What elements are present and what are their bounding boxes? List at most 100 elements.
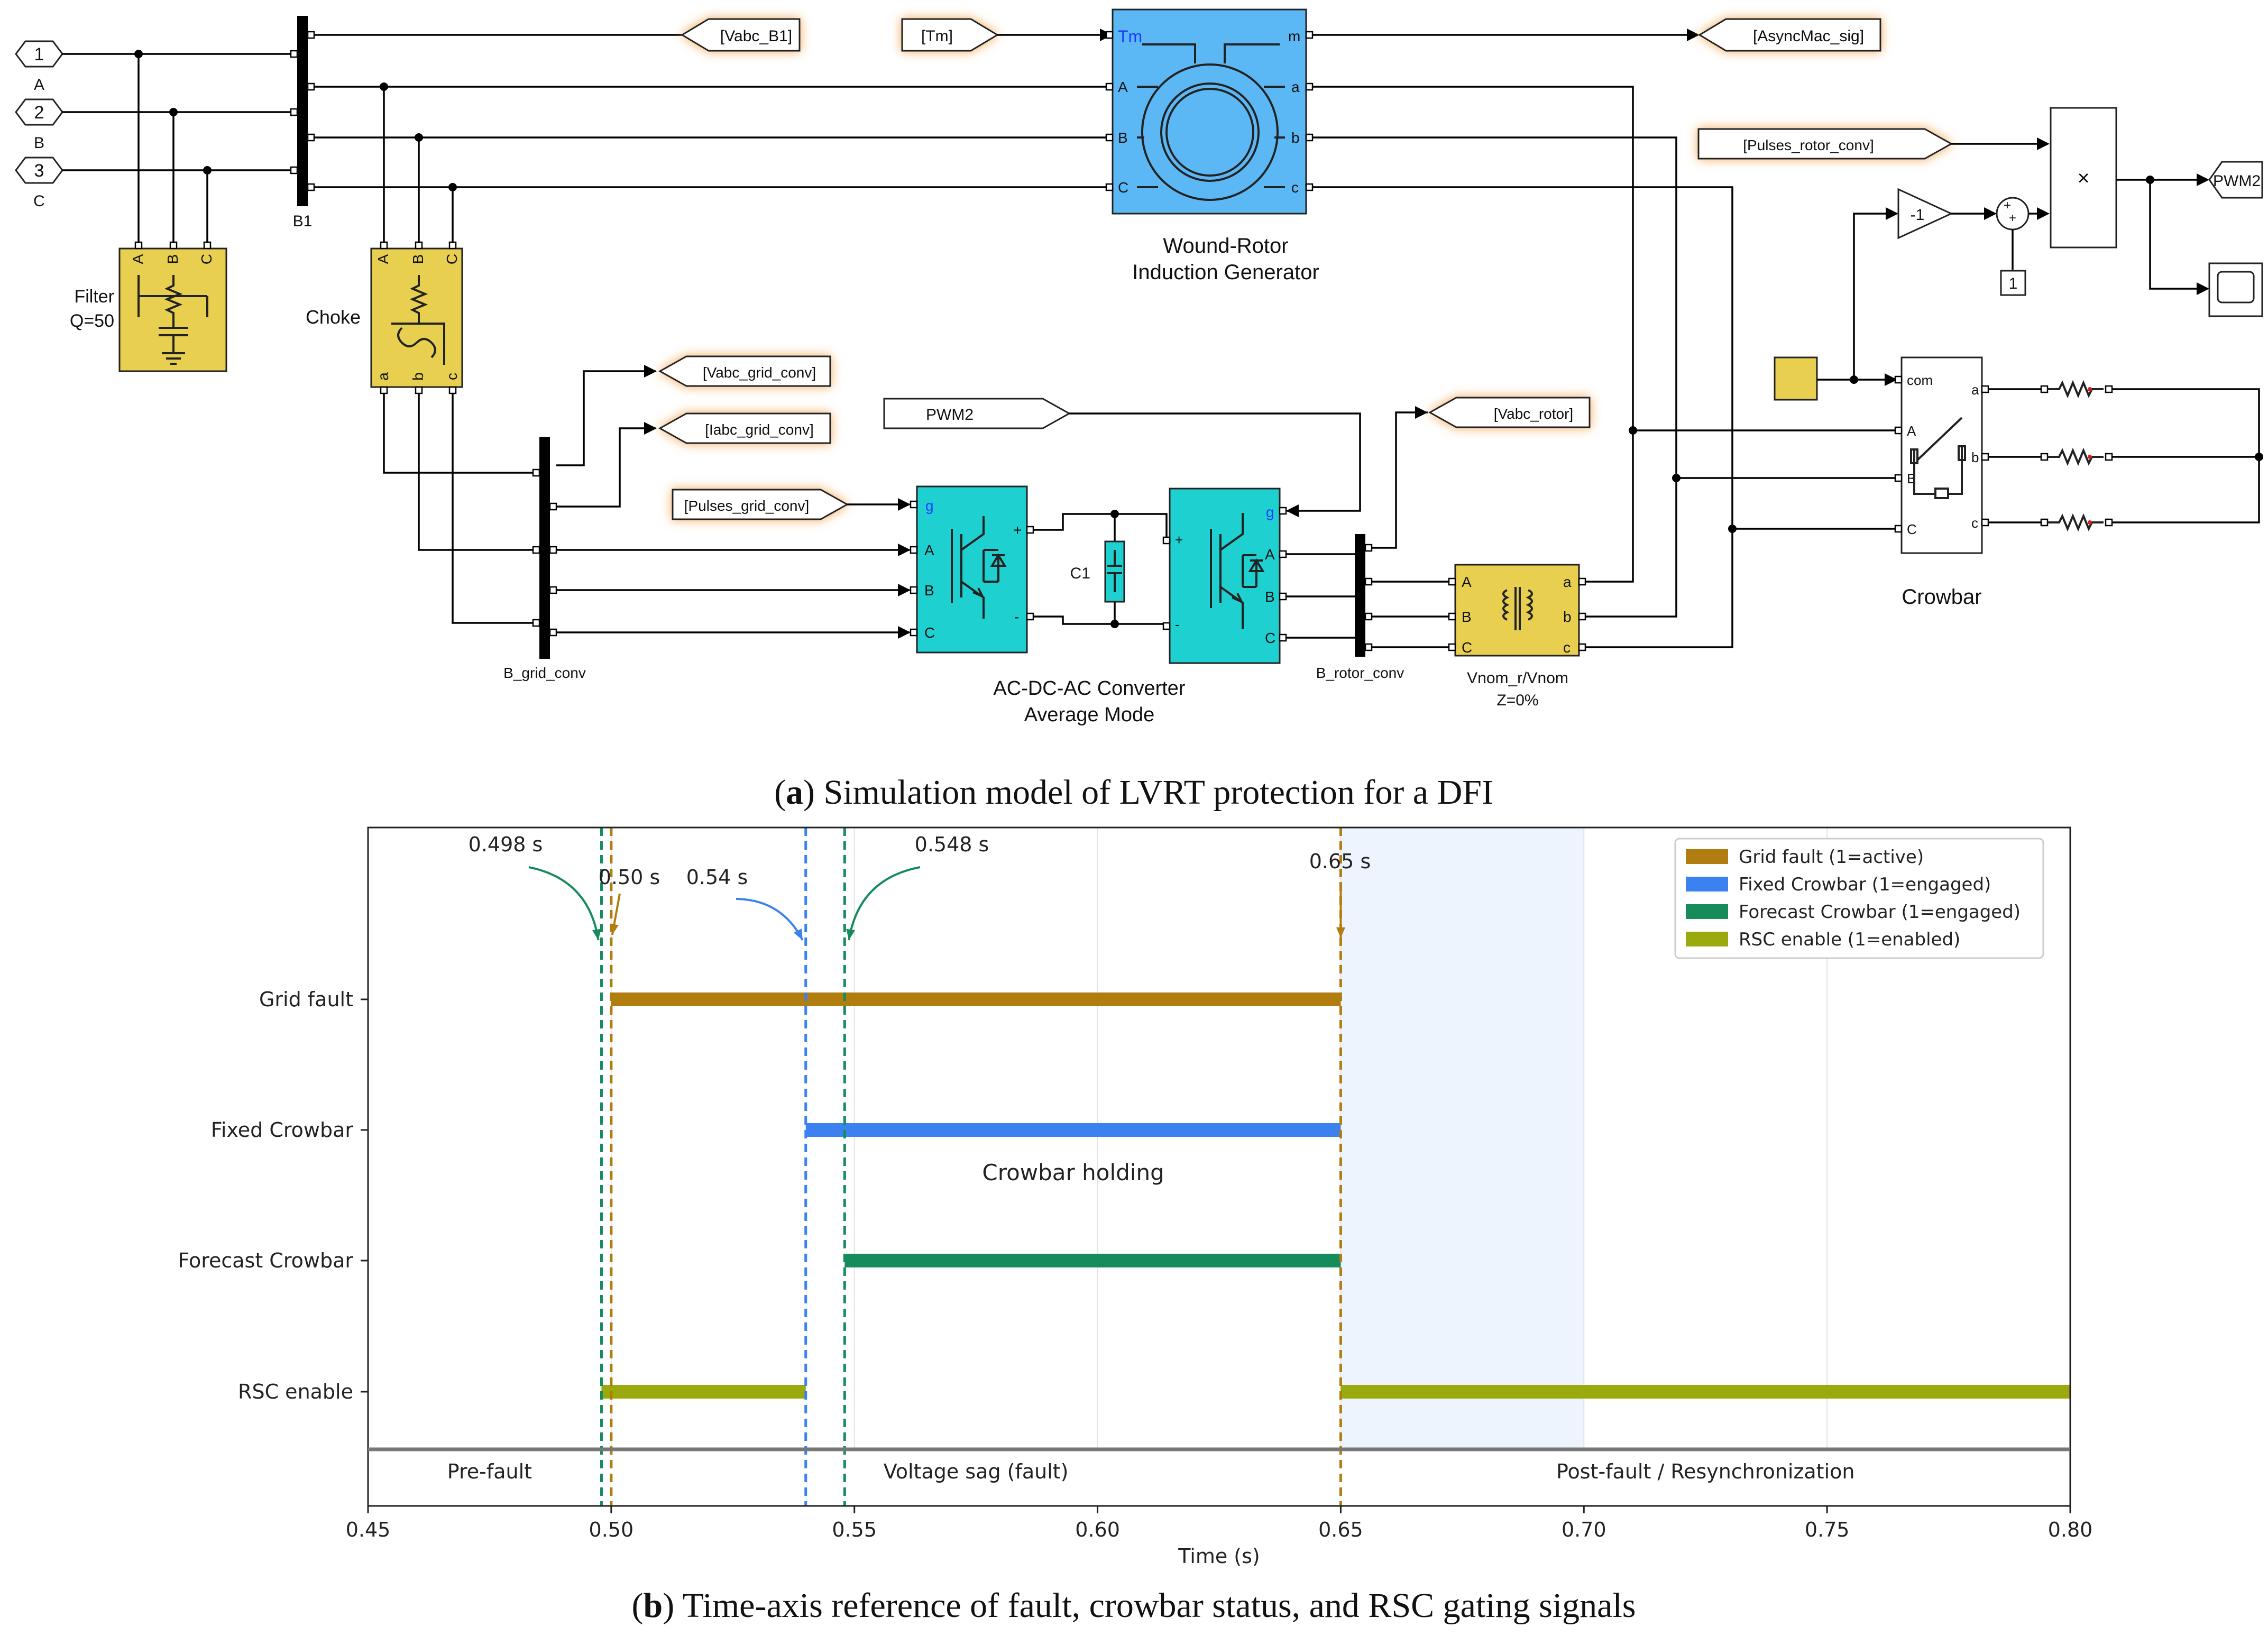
goto-pwm2[interactable]: PWM2 — [2208, 161, 2263, 199]
phase-label-1: Voltage sag (fault) — [884, 1460, 1069, 1483]
chart-legend: Grid fault (1=active)Fixed Crowbar (1=en… — [1674, 838, 2044, 959]
rotor-conv-plus: + — [1175, 532, 1183, 548]
from-pulses-rotor-label: [Pulses_rotor_conv] — [1743, 137, 1874, 153]
goto-vabc-grid-conv[interactable]: [Vabc_grid_conv] — [658, 355, 831, 387]
marker-label-2: 0.54 s — [686, 866, 748, 889]
rotor-conv-port-A: A — [1265, 546, 1275, 563]
goto-vabc-b1-label: [Vabc_B1] — [720, 27, 792, 45]
caption-b: (b) Time-axis reference of fault, crowba… — [632, 1586, 1636, 1625]
bus-b1-label: B1 — [293, 213, 313, 230]
rotor-transformer[interactable]: A B C a b c — [1448, 564, 1586, 657]
crowbar-port-a: a — [1971, 382, 1979, 398]
converter-label-1: AC-DC-AC Converter — [993, 677, 1186, 700]
x-tick-label-4: 0.65 — [1318, 1518, 1363, 1541]
generator-label-1: Wound-Rotor — [1163, 234, 1288, 258]
goto-asyncmac-sig[interactable]: [AsyncMac_sig] — [1698, 18, 1881, 52]
goto-iabc-grid-label: [Iabc_grid_conv] — [705, 421, 813, 438]
gen-port-tm: Tm — [1118, 27, 1142, 46]
choke-port-c: c — [444, 373, 460, 380]
x-tick-label-5: 0.70 — [1562, 1518, 1606, 1541]
transformer-label-1: Vnom_r/Vnom — [1467, 669, 1568, 687]
choke-port-b: b — [410, 372, 426, 381]
x-tick-label-1: 0.50 — [589, 1518, 634, 1541]
converter-label-2: Average Mode — [1024, 704, 1154, 726]
inport-2-number: 2 — [34, 103, 44, 123]
dc-link — [1033, 510, 1168, 628]
from-pwm2-label: PWM2 — [926, 406, 974, 424]
tr-port-B: B — [1462, 609, 1472, 625]
from-pulses-grid-conv[interactable]: [Pulses_grid_conv] — [672, 489, 849, 520]
inport-2[interactable]: 2 B — [15, 98, 63, 152]
legend-box — [1674, 838, 2044, 959]
bus-grid-conv-label: B_grid_conv — [503, 665, 586, 681]
goto-asyncmac-label: [AsyncMac_sig] — [1753, 27, 1864, 45]
from-pwm2[interactable]: PWM2 — [883, 398, 1071, 429]
gen-port-b: b — [1291, 130, 1300, 146]
crowbar-block[interactable]: com A B C a b c — [1894, 356, 1989, 554]
generator-symbol — [1137, 43, 1285, 201]
capacitor-c1[interactable]: C1 — [1070, 540, 1125, 603]
marker-label-3: 0.548 s — [915, 833, 989, 856]
goto-vabc-rotor-label: [Vabc_rotor] — [1494, 406, 1573, 422]
sum-sign-2: + — [2009, 211, 2016, 225]
gen-port-B: B — [1118, 130, 1128, 146]
from-tm[interactable]: [Tm] — [901, 18, 999, 52]
x-axis-label: Time (s) — [1178, 1545, 1260, 1568]
marker-arrowhead-1 — [610, 923, 619, 935]
step-block[interactable] — [1774, 356, 1818, 401]
legend-swatch-0 — [1686, 849, 1728, 864]
from-tm-label: [Tm] — [921, 27, 953, 45]
inport-3[interactable]: 3 C — [15, 157, 63, 210]
bus-grid-conv[interactable] — [539, 437, 550, 659]
igbt-symbol-grid — [951, 516, 1007, 619]
row-label-1: Fixed Crowbar — [211, 1118, 354, 1142]
rotor-side-converter[interactable]: + - g A B C — [1162, 488, 1287, 664]
legend-swatch-3 — [1686, 932, 1728, 946]
capacitor-label: C1 — [1070, 565, 1090, 582]
caption-b-text: ) Time-axis reference of fault, crowbar … — [663, 1586, 1636, 1625]
marker-label-1: 0.50 s — [599, 866, 660, 889]
marker-arrowhead-0 — [592, 929, 601, 940]
goto-vabc-grid-label: [Vabc_grid_conv] — [703, 364, 816, 381]
wires-inputs — [62, 50, 293, 249]
legend-label-1: Fixed Crowbar (1=engaged) — [1739, 874, 1991, 895]
grid-side-converter[interactable]: g A B C + - — [910, 485, 1034, 654]
bus-b1[interactable] — [297, 16, 308, 206]
choke-block[interactable]: A B C a b c — [370, 241, 463, 394]
tr-port-b: b — [1563, 609, 1572, 625]
from-pulses-rotor-conv[interactable]: [Pulses_rotor_conv] — [1697, 128, 1953, 160]
marker-arrowhead-3 — [846, 929, 856, 940]
marker-arrowhead-2 — [793, 929, 803, 940]
rotor-conv-minus: - — [1175, 617, 1180, 632]
wires-transformer-out — [1311, 86, 1895, 648]
sum-block[interactable]: + + — [1996, 197, 2030, 231]
igbt-symbol-rotor — [1210, 513, 1265, 629]
constant-one[interactable]: 1 — [2000, 270, 2026, 296]
product-block[interactable]: × — [2050, 107, 2117, 249]
goto-vabc-b1[interactable]: [Vabc_B1] — [681, 18, 801, 52]
rotor-conv-port-C: C — [1265, 630, 1275, 646]
choke-port-C: C — [444, 254, 460, 264]
crowbar-label: Crowbar — [1902, 585, 1981, 609]
legend-swatch-2 — [1686, 904, 1728, 919]
wound-rotor-generator[interactable]: Tm m A B C a b c — [1105, 8, 1314, 215]
marker-label-4: 0.65 s — [1309, 850, 1371, 873]
filter-port-a: A — [130, 254, 146, 264]
marker-label-0: 0.498 s — [469, 833, 543, 856]
crowbar-port-A: A — [1907, 423, 1916, 439]
x-tick-label-7: 0.80 — [2048, 1518, 2093, 1541]
tr-port-a: a — [1563, 574, 1572, 590]
goto-iabc-grid-conv[interactable]: [Iabc_grid_conv] — [658, 412, 831, 444]
inport-3-number: 3 — [34, 161, 44, 181]
choke-symbol — [391, 275, 445, 365]
wires-rotor-bus — [1372, 406, 1449, 648]
tr-port-A: A — [1462, 574, 1472, 590]
goto-vabc-rotor[interactable]: [Vabc_rotor] — [1428, 397, 1591, 428]
caption-a-letter: a — [786, 773, 803, 812]
scope-block[interactable] — [2208, 262, 2263, 317]
bus-rotor-conv[interactable] — [1355, 534, 1365, 657]
row-label-2: Forecast Crowbar — [178, 1249, 353, 1272]
inport-1[interactable]: 1 A — [15, 40, 63, 94]
gain-block[interactable]: -1 — [1897, 188, 1953, 240]
filter-block[interactable]: A B C — [118, 241, 227, 372]
